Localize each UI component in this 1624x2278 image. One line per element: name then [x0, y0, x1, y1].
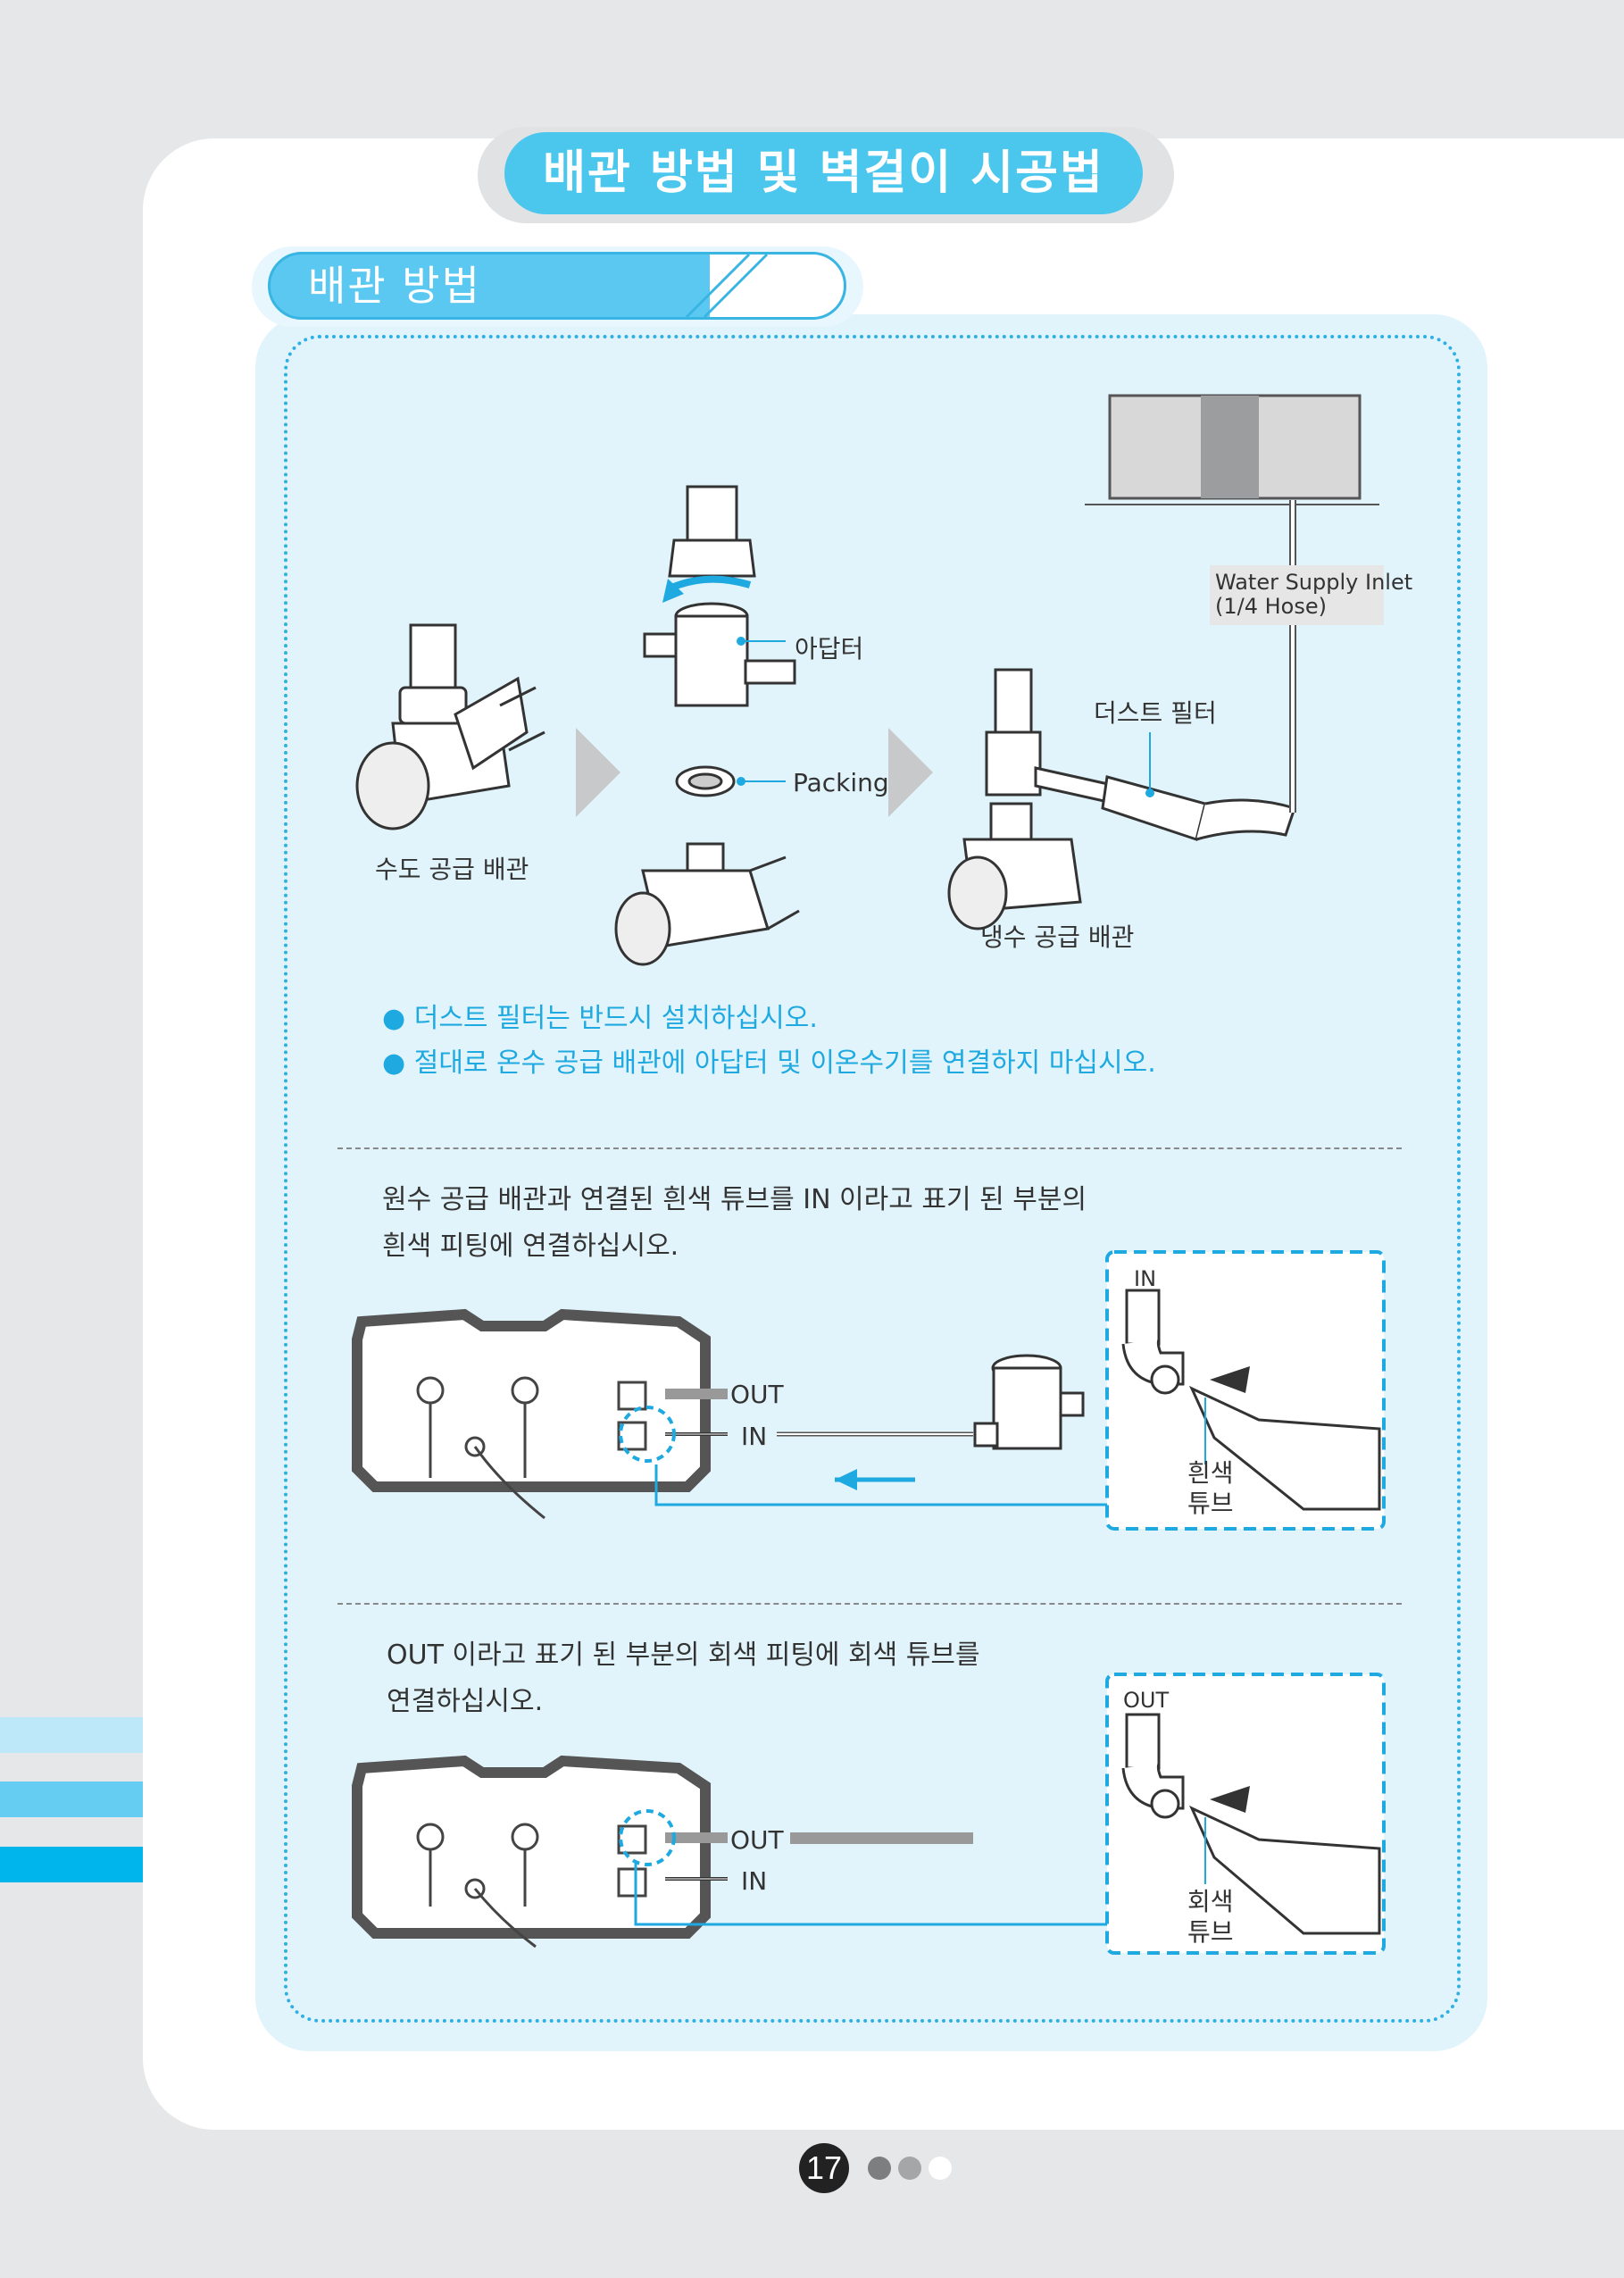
arrow-right-icon — [888, 728, 933, 817]
step2-detail-label: OUT — [1123, 1688, 1170, 1713]
adapter-illustration — [614, 485, 800, 966]
step2-port-in-label: IN — [741, 1866, 768, 1896]
page-dot-icon — [898, 2157, 921, 2180]
step1-instruction-line2: 흰색 피팅에 연결하십시오. — [382, 1231, 679, 1262]
side-stripe-mid — [0, 1782, 143, 1817]
dust-filter-illustration — [947, 668, 1296, 930]
label-dust-filter: 더스트 필터 — [1094, 698, 1217, 728]
label-adapter: 아답터 — [795, 634, 864, 663]
side-stripe-light — [0, 1717, 143, 1753]
arrow-right-icon — [576, 728, 620, 817]
note-hot-water-warning: ● 절대로 온수 공급 배관에 아답터 및 이온수기를 연결하지 마십시오. — [382, 1047, 1156, 1079]
label-inlet-line1: Water Supply Inlet — [1215, 570, 1413, 595]
section-tab: 배관 방법 — [268, 252, 846, 320]
step2-port-out-label: OUT — [730, 1825, 784, 1855]
push-arrow-icon — [1210, 1786, 1250, 1813]
step1-tube-label-1: 흰색 — [1187, 1458, 1234, 1488]
panel-dotted-border — [284, 335, 1461, 2023]
page-number: 17 — [799, 2143, 849, 2193]
step1-port-in-label: IN — [741, 1422, 768, 1451]
step2-instruction-line1: OUT 이라고 표기 된 부분의 회색 피팅에 회색 튜브를 — [387, 1640, 980, 1671]
step1-in-fitting-illustration — [1121, 1289, 1185, 1395]
section-divider — [337, 1147, 1402, 1149]
label-inlet-line2: (1/4 Hose) — [1215, 594, 1327, 619]
step2-unit-back-illustration — [352, 1755, 728, 1948]
label-packing: Packing — [793, 768, 889, 797]
section-divider — [337, 1603, 1402, 1605]
section-tab-slash-icon — [685, 253, 769, 319]
step2-out-fitting-illustration — [1121, 1713, 1185, 1819]
step1-adapter-illustration — [973, 1354, 1085, 1450]
step1-tube-label-2: 튜브 — [1187, 1489, 1234, 1518]
supply-valve-illustration — [355, 623, 545, 830]
section-title: 배관 방법 — [308, 262, 481, 310]
side-stripe-strong — [0, 1847, 143, 1882]
note-dust-filter: ● 더스트 필터는 반드시 설치하십시오. — [382, 1003, 818, 1034]
hand-icon — [1188, 1385, 1381, 1511]
step2-tube-label-1: 회색 — [1187, 1887, 1234, 1916]
step1-port-out-label: OUT — [730, 1380, 784, 1409]
hand-icon — [1188, 1805, 1381, 1935]
ionizer-unit-illustration — [1085, 394, 1384, 813]
label-water-supply-pipe: 수도 공급 배관 — [375, 855, 529, 884]
push-arrow-icon — [1210, 1366, 1250, 1393]
label-cold-water-pipe: 냉수 공급 배관 — [980, 922, 1135, 952]
step2-tube-label-2: 튜브 — [1187, 1917, 1234, 1947]
page-dot-icon — [929, 2157, 952, 2180]
step2-instruction-line2: 연결하십시오. — [387, 1686, 544, 1717]
step1-unit-back-illustration — [352, 1308, 728, 1520]
section-tab-cap — [710, 255, 844, 317]
page-title: 배관 방법 및 벽걸이 시공법 — [504, 132, 1143, 214]
pipe-diagram — [355, 394, 1384, 966]
step1-detail-label: IN — [1134, 1266, 1157, 1291]
step1-instruction-line1: 원수 공급 배관과 연결된 흰색 튜브를 IN 이라고 표기 된 부분의 — [382, 1184, 1087, 1215]
page-dot-icon — [868, 2157, 891, 2180]
